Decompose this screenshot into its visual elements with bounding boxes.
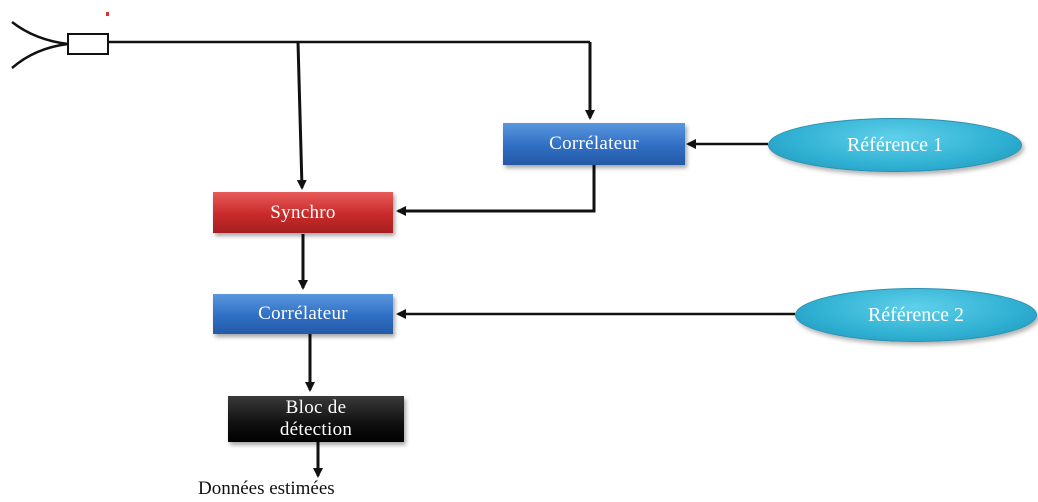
- reference-1-ellipse: Référence 1: [768, 118, 1022, 172]
- reference-2-label: Référence 2: [867, 303, 965, 326]
- bloc-detection-label-line2: détection: [279, 419, 353, 440]
- correlateur-1-box: Corrélateur: [503, 123, 685, 165]
- bloc-detection-label-line1: Bloc de: [285, 397, 347, 418]
- reference-2-ellipse: Référence 2: [795, 288, 1037, 342]
- correlateur-1-label: Corrélateur: [549, 133, 639, 154]
- connector-bus-synchro: [296, 41, 307, 190]
- output-label: Données estimées: [198, 478, 335, 499]
- synchro-box: Synchro: [213, 192, 393, 233]
- correlateur-2-label: Corrélateur: [258, 303, 348, 324]
- reference-1-label: Référence 1: [846, 133, 944, 156]
- bloc-detection-box: Bloc de détection: [228, 396, 404, 442]
- synchro-label: Synchro: [270, 201, 336, 223]
- connector-correlateur-1-synchro: [396, 165, 596, 216]
- antenna-icon: [11, 12, 109, 69]
- correlateur-2-box: Corrélateur: [213, 294, 393, 334]
